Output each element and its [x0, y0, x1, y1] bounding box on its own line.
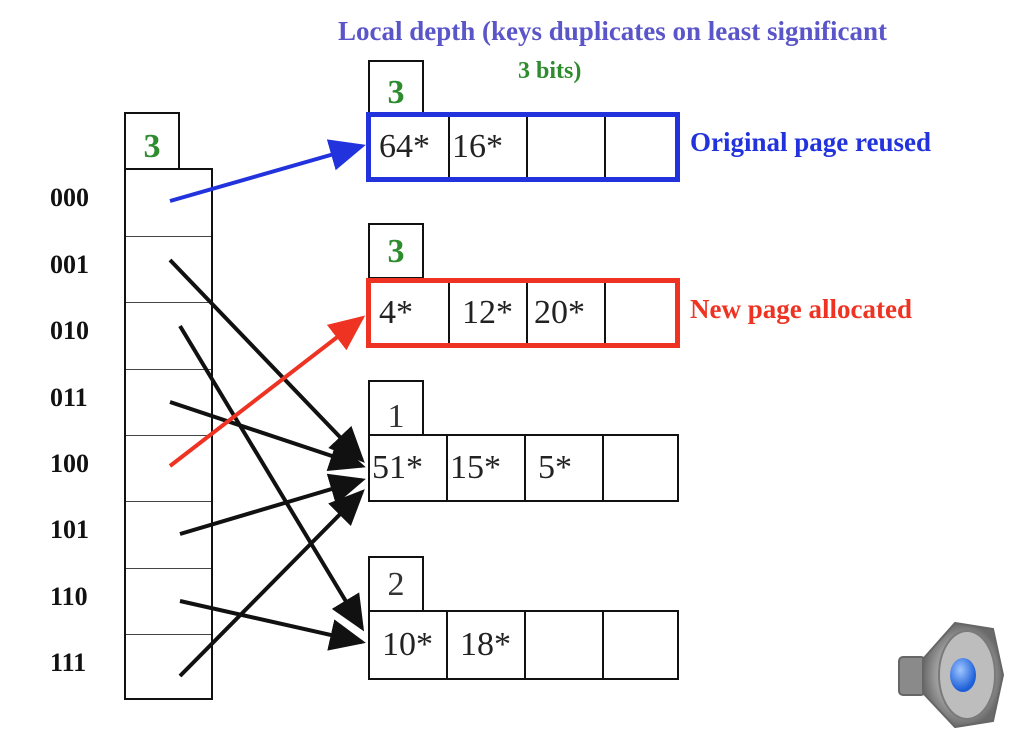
bucket-d: 10* 18*	[368, 610, 679, 680]
directory-label: 000	[50, 183, 89, 212]
directory-slot	[126, 568, 211, 635]
bucket-a-cell: 16*	[450, 117, 528, 177]
directory-slot	[126, 236, 211, 303]
bucket-a-cell	[528, 117, 606, 177]
arrow-010	[178, 324, 365, 632]
bucket-d-cell: 10*	[370, 612, 448, 678]
global-depth-value: 3	[143, 128, 161, 165]
title-line2: 3 bits)	[518, 58, 581, 85]
bucket-b: 4* 12* 20*	[366, 278, 680, 348]
bucket-c-depth-value: 1	[387, 398, 405, 435]
bucket-c: 51* 15* 5*	[368, 434, 679, 502]
directory-label: 011	[50, 383, 88, 412]
directory-slot	[126, 170, 211, 237]
arrow-110	[179, 599, 366, 651]
title-line1: Local depth (keys duplicates on least si…	[338, 16, 888, 46]
bucket-a-depth-value: 3	[387, 74, 405, 111]
bucket-a-cell: 64*	[371, 117, 450, 177]
bucket-c-cell: 15*	[448, 436, 526, 500]
title-line2-text: 3 bits)	[518, 58, 582, 84]
directory-slot	[126, 369, 211, 436]
directory-label: 001	[50, 250, 89, 279]
bucket-a: 64* 16*	[366, 112, 680, 182]
directory-label: 101	[50, 515, 89, 544]
directory-slot	[126, 501, 211, 569]
bucket-b-depth-value: 3	[387, 233, 405, 270]
bucket-c-depth: 1	[368, 380, 424, 436]
directory-label: 010	[50, 316, 89, 345]
bucket-d-depth: 2	[368, 556, 424, 612]
arrow-011	[169, 400, 366, 472]
directory-slot	[126, 302, 211, 370]
directory-label: 111	[50, 648, 87, 677]
bucket-c-cell: 51*	[370, 436, 448, 500]
bucket-b-note: New page allocated	[690, 294, 912, 324]
arrow-100	[168, 315, 366, 468]
directory-label: 100	[50, 449, 89, 478]
directory-slot	[126, 435, 211, 502]
speaker-icon[interactable]	[893, 615, 1013, 735]
directory-label: 110	[50, 582, 88, 611]
bucket-d-cell	[526, 612, 604, 678]
bucket-d-depth-value: 2	[387, 566, 405, 603]
bucket-c-cell: 5*	[526, 436, 604, 500]
arrow-000	[169, 139, 366, 203]
directory-table	[124, 168, 213, 700]
bucket-b-depth: 3	[368, 223, 424, 279]
bucket-a-note: Original page reused	[690, 127, 932, 157]
bucket-b-cell: 4*	[371, 283, 450, 343]
bucket-d-cell: 18*	[448, 612, 526, 678]
bucket-a-depth: 3	[368, 60, 424, 116]
arrow-001	[168, 258, 365, 463]
bucket-b-cell: 12*	[450, 283, 528, 343]
bucket-b-cell: 20*	[528, 283, 606, 343]
arrow-111	[178, 489, 365, 678]
arrow-101	[179, 473, 366, 536]
